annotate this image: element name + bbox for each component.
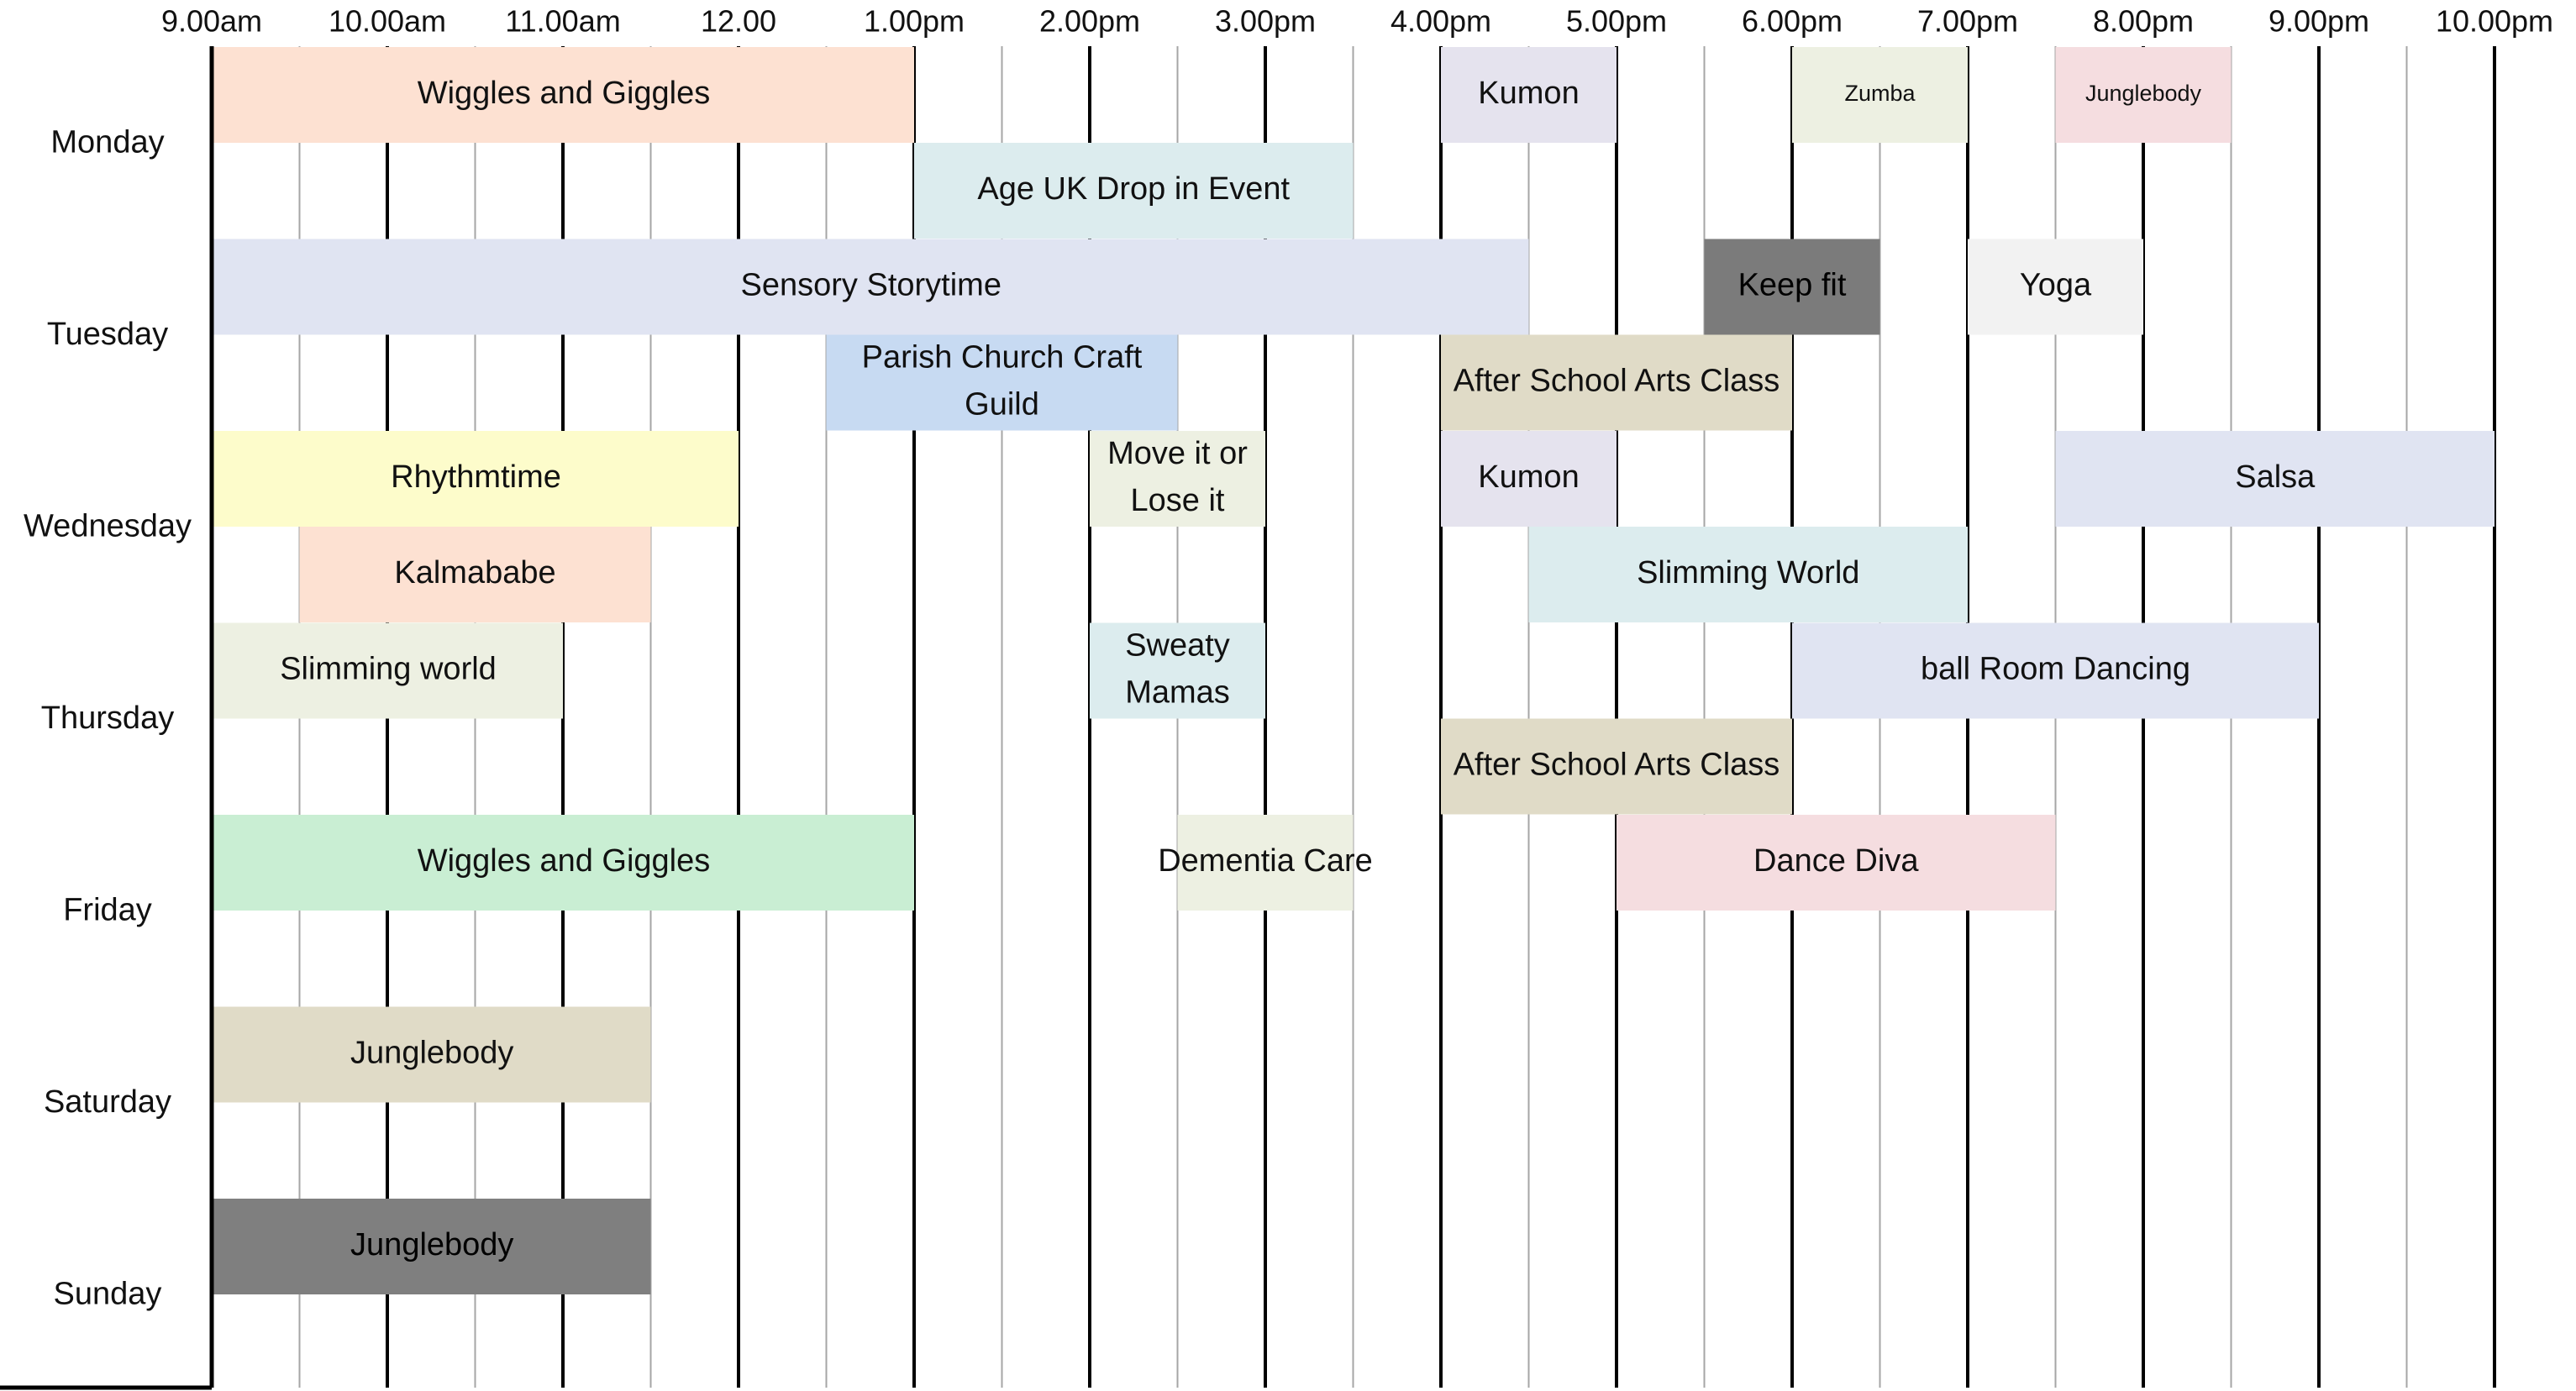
event-label: Dance Diva — [1753, 843, 1919, 879]
event-block-wednesday-rhythmtime — [213, 431, 739, 527]
day-label: Sunday — [54, 1276, 162, 1311]
time-tick-label: 4.00pm — [1391, 4, 1491, 39]
event-label: Keep fit — [1738, 268, 1847, 303]
event-block-monday-age-uk-drop-in-event — [914, 143, 1354, 239]
event-block-thursday-slimming-world — [213, 622, 563, 719]
event-block-tuesday-keep-fit — [1704, 239, 1880, 335]
event-label: Lose it — [1131, 483, 1225, 518]
day-label: Thursday — [41, 701, 174, 736]
event-block-tuesday-yoga — [1968, 239, 2143, 335]
time-tick-label: 7.00pm — [1917, 4, 2018, 39]
event-label: After School Arts Class — [1454, 748, 1780, 783]
time-tick-label: 5.00pm — [1566, 4, 1667, 39]
event-label: Junglebody — [350, 1227, 513, 1262]
time-tick-label: 11.00am — [505, 4, 620, 39]
event-label: Age UK Drop in Event — [977, 171, 1290, 207]
day-label: Saturday — [44, 1084, 171, 1120]
event-label: Sensory Storytime — [741, 268, 1001, 303]
event-label: Kalmababe — [394, 555, 555, 591]
event-block-monday-junglebody — [2055, 47, 2232, 143]
event-label: Dementia Care — [1158, 843, 1373, 879]
event-block-sunday-junglebody — [213, 1199, 651, 1294]
time-tick-label: 1.00pm — [864, 4, 965, 39]
event-block-monday-zumba — [1792, 47, 1968, 143]
event-label: Salsa — [2235, 459, 2316, 495]
time-tick-label: 3.00pm — [1215, 4, 1316, 39]
event-block-wednesday-slimming-world — [1528, 527, 1968, 622]
event-label: Rhythmtime — [391, 459, 561, 495]
event-label: Zumba — [1844, 81, 1916, 106]
event-block-thursday-sweaty-mamas — [1090, 622, 1265, 719]
event-block-wednesday-kalmababe — [299, 527, 651, 622]
event-block-monday-wiggles-and-giggles — [213, 47, 914, 143]
event-block-tuesday-sensory-storytime — [213, 239, 1529, 335]
time-tick-label: 2.00pm — [1039, 4, 1140, 39]
event-label: Junglebody — [2085, 81, 2202, 106]
time-tick-label: 10.00am — [329, 4, 446, 39]
event-block-thursday-after-school-arts-class — [1441, 718, 1792, 815]
event-block-tuesday-parish-church-craft-guild — [826, 334, 1178, 431]
event-block-saturday-junglebody — [213, 1006, 651, 1103]
time-tick-label: 10.00pm — [2436, 4, 2553, 39]
axes-layer — [0, 46, 214, 1390]
event-label: Wiggles and Giggles — [418, 76, 711, 111]
event-label: Mamas — [1125, 675, 1230, 711]
events-layer — [213, 47, 2495, 1294]
day-label: Monday — [50, 124, 164, 160]
time-tick-label: 6.00pm — [1742, 4, 1843, 39]
event-label: Yoga — [2020, 268, 2092, 303]
time-tick-label: 12.00 — [701, 4, 776, 39]
event-block-thursday-ball-room-dancing — [1792, 622, 2319, 719]
day-label: Friday — [63, 892, 152, 927]
event-label: Guild — [965, 387, 1039, 423]
event-block-tuesday-after-school-arts-class — [1441, 334, 1792, 431]
event-block-friday-dance-diva — [1617, 815, 2056, 911]
event-label: Sweaty — [1125, 628, 1230, 664]
event-label: ball Room Dancing — [1921, 652, 2190, 687]
event-label: Parish Church Craft — [862, 340, 1143, 375]
event-label: Slimming World — [1637, 555, 1859, 591]
time-tick-label: 8.00pm — [2093, 4, 2194, 39]
event-block-monday-kumon — [1441, 47, 1617, 143]
event-block-wednesday-kumon — [1441, 431, 1617, 527]
day-label: Tuesday — [47, 317, 168, 352]
event-label: Kumon — [1478, 459, 1579, 495]
event-label: Slimming world — [280, 652, 497, 687]
event-label: Kumon — [1478, 76, 1579, 111]
time-tick-label: 9.00pm — [2268, 4, 2369, 39]
event-block-friday-dementia-care — [1177, 815, 1354, 911]
event-block-wednesday-salsa — [2055, 431, 2495, 527]
day-label: Wednesday — [24, 508, 192, 543]
event-block-wednesday-move-it-or-lose-it — [1090, 431, 1265, 527]
time-tick-label: 9.00am — [161, 4, 262, 39]
event-label: Junglebody — [350, 1036, 513, 1071]
event-label: After School Arts Class — [1454, 364, 1780, 399]
event-label: Move it or — [1107, 436, 1248, 471]
event-label: Wiggles and Giggles — [418, 843, 711, 879]
event-block-friday-wiggles-and-giggles — [213, 815, 914, 911]
